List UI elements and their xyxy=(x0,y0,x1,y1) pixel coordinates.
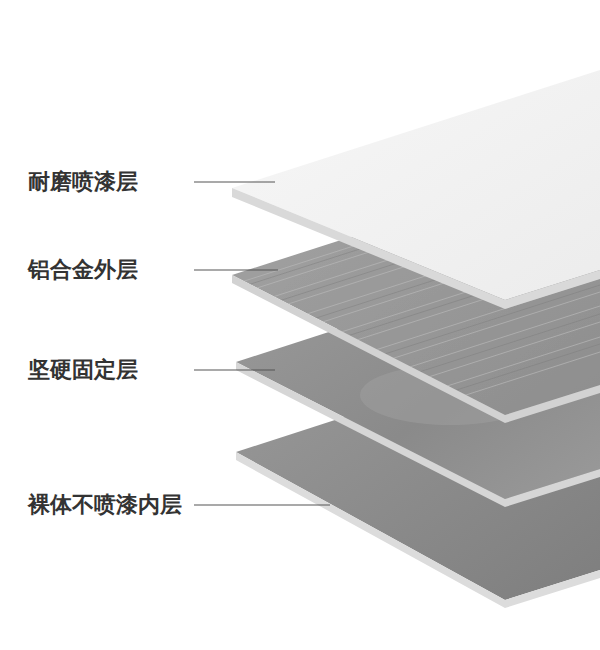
paint-layer xyxy=(232,70,600,309)
leader-lines xyxy=(194,182,330,505)
layer-label: 坚硬固定层 xyxy=(28,357,138,383)
leader-line xyxy=(194,269,278,270)
layer-label: 耐磨喷漆层 xyxy=(28,169,138,195)
leader-line xyxy=(194,181,275,182)
layer-label: 铝合金外层 xyxy=(28,257,138,283)
leader-line xyxy=(194,369,275,370)
layer-label: 裸体不喷漆内层 xyxy=(28,492,182,518)
leader-line xyxy=(194,504,330,505)
